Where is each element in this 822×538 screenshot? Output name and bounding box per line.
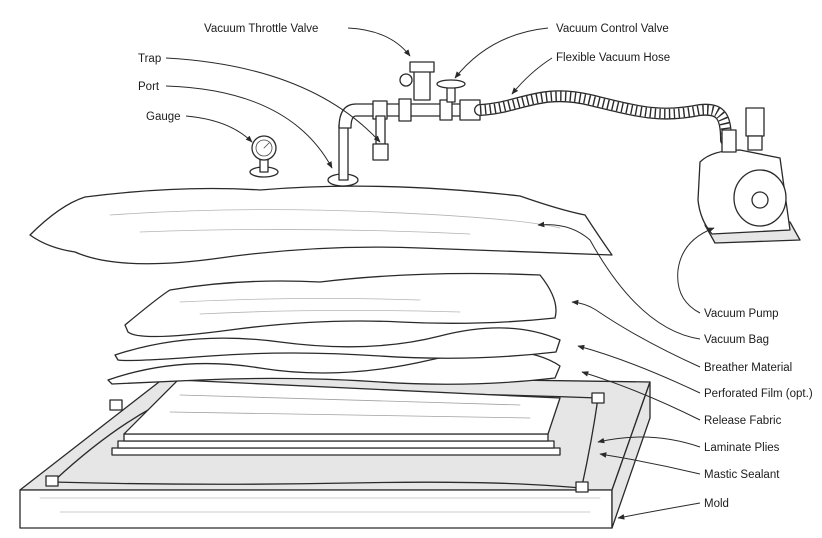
label-mold: Mold	[704, 498, 729, 510]
label-release-fabric: Release Fabric	[704, 415, 782, 427]
label-gauge: Gauge	[146, 111, 181, 123]
leader-lines	[165, 27, 715, 520]
label-vacuum-pump: Vacuum Pump	[704, 308, 779, 320]
label-laminate-plies: Laminate Plies	[704, 442, 780, 454]
laminate-plies	[111, 433, 561, 456]
release-fabric	[123, 379, 561, 435]
flexible-vacuum-hose	[474, 90, 732, 146]
perforated-film	[107, 350, 561, 385]
breather-material	[114, 327, 561, 362]
label-vacuum-control-valve: Vacuum Control Valve	[556, 23, 669, 35]
label-mastic-sealant: Mastic Sealant	[704, 469, 780, 481]
vacuum-control-valve	[436, 79, 466, 103]
label-trap: Trap	[138, 53, 161, 65]
label-vacuum-bag: Vacuum Bag	[704, 334, 769, 346]
label-breather-material: Breather Material	[704, 362, 792, 374]
label-flexible-vacuum-hose: Flexible Vacuum Hose	[556, 52, 670, 64]
label-vacuum-throttle-valve: Vacuum Throttle Valve	[204, 23, 318, 35]
vacuum-piping	[338, 98, 481, 129]
vacuum-bag-top	[29, 185, 613, 265]
trap	[372, 115, 389, 161]
port	[327, 124, 359, 187]
label-perforated-film: Perforated Film (opt.)	[704, 388, 813, 400]
labels: Vacuum Throttle Valve Vacuum Control Val…	[138, 23, 813, 510]
vacuum-bag-layer	[124, 272, 557, 338]
vacuum-pump	[697, 107, 801, 244]
label-port: Port	[138, 81, 160, 93]
vacuum-throttle-valve	[399, 61, 435, 101]
gauge	[249, 135, 279, 178]
